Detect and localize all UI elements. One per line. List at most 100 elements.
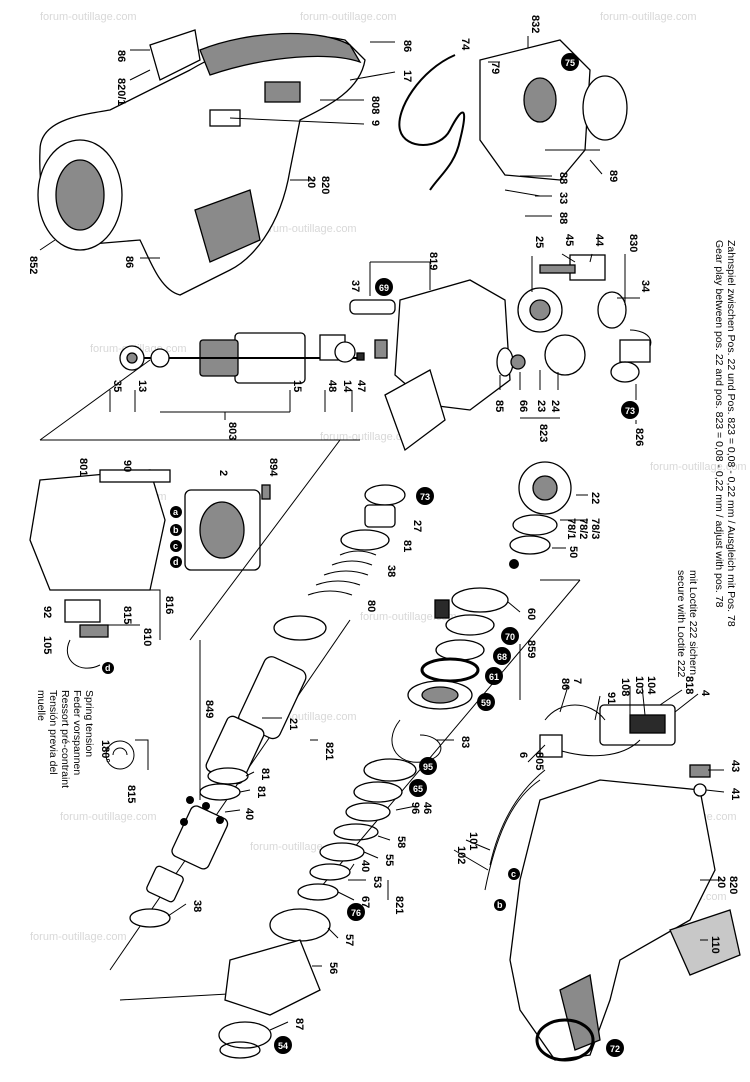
part-number: 20: [305, 176, 317, 188]
connector-marker: [102, 662, 114, 674]
part-number: 91: [605, 692, 617, 704]
part-number: 849: [203, 700, 215, 718]
gear-play-note: Zahnspiel zwischen Pos. 22 und Pos. 823 …: [713, 240, 737, 627]
mains-cable: [398, 54, 466, 191]
subassembly-marker: [561, 53, 579, 71]
spindle-group-labels: 849 21 821 81 81 40 38: [167, 640, 335, 917]
part-number: 83: [459, 736, 471, 748]
part-number: 79: [489, 62, 501, 74]
part-number: 820: [319, 176, 331, 194]
part-number: 4: [699, 690, 711, 697]
part-number: 66: [517, 400, 529, 412]
note-text: muelle: [35, 690, 47, 721]
part-number: 72: [610, 1044, 620, 1054]
note-text: secure with Loctite 222: [675, 570, 687, 678]
part-number: 103: [633, 676, 645, 694]
armature-group-labels: 35 13 15 48 14 47 803: [111, 380, 367, 440]
connector-marker: [170, 524, 182, 536]
connector-letter: d: [173, 557, 179, 567]
part-number: 818: [683, 676, 695, 694]
ring-81: [199, 783, 241, 801]
part-number: 859: [525, 640, 537, 658]
part-number: 86: [123, 256, 135, 268]
fan-opening: [55, 159, 105, 231]
bearing-14: [334, 341, 356, 363]
part-number: 59: [481, 698, 491, 708]
part-number: 45: [563, 234, 575, 246]
part-number: 73: [625, 406, 635, 416]
handle-group: [484, 704, 741, 1062]
gear-25-hub: [529, 299, 551, 321]
shim-78: [512, 514, 558, 536]
spindle-lower: [171, 805, 229, 870]
subassembly-marker: [606, 1039, 624, 1057]
clutch-826: [619, 339, 651, 363]
stator-core: [199, 501, 245, 559]
part-number: 830: [627, 234, 639, 252]
subassembly-marker: [416, 487, 434, 505]
ring-53: [309, 863, 351, 881]
field-housing-801: [29, 469, 166, 591]
bearing-35-bore: [126, 352, 138, 364]
watermark-text: forum-outillage.com: [260, 223, 357, 235]
fastener-marker: [509, 559, 519, 569]
pin-37: [349, 299, 396, 315]
part-number: 41: [729, 788, 741, 800]
switch-block: [629, 714, 666, 734]
note-text: Feder vorspannen: [71, 690, 83, 775]
circlip-83: [391, 719, 442, 763]
ring-73: [364, 484, 406, 506]
subassembly-marker: [477, 693, 495, 711]
part-number: 56: [327, 962, 339, 974]
part-number: 815: [121, 606, 133, 624]
spring-tension-note: 180° 815 Spring tension Feder vorspannen…: [35, 690, 149, 803]
ring-81: [207, 767, 249, 785]
part-number: 803: [226, 422, 238, 440]
watermark-text: forum-outillage.com: [30, 931, 127, 943]
part-number: 34: [639, 280, 651, 293]
gear-housing-group: [349, 254, 652, 452]
part-number: 75: [565, 58, 575, 68]
part-number: 832: [529, 15, 541, 33]
part-number: 78/2: [577, 518, 589, 539]
ring-67: [297, 883, 339, 901]
connector-letter: c: [173, 541, 178, 551]
part-number: 815: [125, 785, 137, 803]
part-number: 108: [619, 678, 631, 696]
part-number: 35: [111, 380, 123, 392]
spring-41: [693, 783, 707, 797]
marker-tag: [434, 599, 450, 619]
part-number: 70: [505, 632, 515, 642]
watermark-text: forum-outillage.com: [60, 811, 157, 823]
plug-47: [356, 352, 365, 361]
part-number: 74: [459, 38, 471, 51]
bearing-group-labels: 60 70 68 61 59 859 83 95 65 46 96 58 55 …: [269, 601, 537, 1054]
subassembly-marker: [621, 401, 639, 419]
angle-label: 180°: [99, 740, 111, 763]
part-number: 821: [323, 742, 335, 760]
part-number: 801: [77, 458, 89, 476]
sleeve-27: [364, 504, 396, 528]
subassembly-marker: [501, 627, 519, 645]
ring-58: [333, 823, 379, 841]
seal-69: [374, 339, 388, 359]
watermark-text: forum-outillage.com: [300, 11, 397, 23]
note-text: Tensión previa del: [47, 690, 59, 775]
part-number: 17: [401, 70, 413, 82]
part-number: 78/3: [589, 518, 601, 539]
bearing-group: [119, 579, 581, 1059]
part-number: 50: [567, 546, 579, 558]
strain-relief: [582, 75, 628, 141]
disc-80: [273, 615, 327, 641]
washer-66: [510, 354, 526, 370]
ring-95: [363, 758, 417, 782]
connector-marker: [170, 556, 182, 568]
part-number: 81: [401, 540, 413, 552]
part-number: 23: [535, 400, 547, 412]
part-number: 805: [533, 752, 545, 770]
watermark-text: forum-outillage.com: [600, 11, 697, 23]
subassembly-marker: [274, 1036, 292, 1054]
part-number: 47: [355, 380, 367, 392]
part-number: 25: [533, 236, 545, 248]
